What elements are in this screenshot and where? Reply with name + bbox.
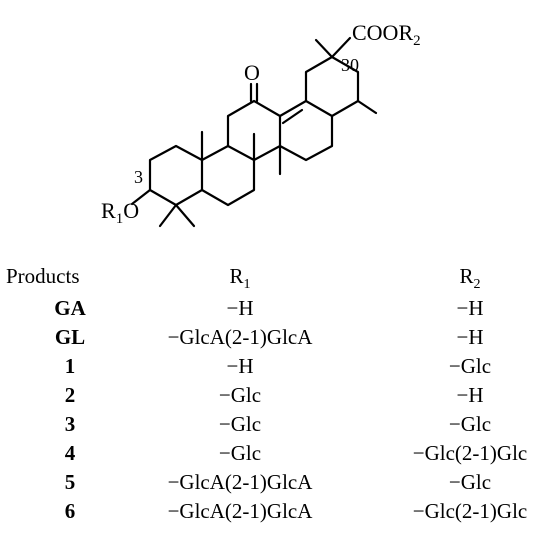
methyl-c4-b [174, 203, 196, 228]
header-products: Products [6, 264, 80, 288]
table-row: 1 −H −Glc [0, 352, 550, 380]
header-r2-base: R [459, 264, 474, 288]
ester-subscript: 2 [413, 33, 421, 49]
carbon-3-label: 3 [134, 167, 143, 187]
product-name: 1 [64, 354, 76, 378]
r1-value: −GlcA(2-1)GlcA [167, 499, 313, 523]
product-name: 4 [64, 441, 76, 465]
table-row: 2 −Glc −H [0, 381, 550, 409]
product-name: 5 [64, 470, 76, 494]
r1-symbol: R [101, 198, 116, 223]
glycyrrhetinic-acid-structure: O COOR2 30 3 R1O [101, 20, 421, 228]
table-row: 5 −GlcA(2-1)GlcA −Glc [0, 468, 550, 496]
r2-value: −H [456, 325, 484, 349]
methyl-c18 [356, 99, 378, 115]
ring-a [148, 144, 204, 207]
table-row: 6 −GlcA(2-1)GlcA −Glc(2-1)Glc [0, 497, 550, 525]
r1-value: −Glc [218, 441, 262, 465]
carbon-30-label: 30 [341, 55, 359, 75]
r1-value: −H [226, 354, 254, 378]
ester-bond [330, 36, 352, 59]
header-r2-sub: 2 [473, 277, 481, 293]
r2-value: −Glc(2-1)Glc [412, 441, 528, 465]
table-row: 4 −Glc −Glc(2-1)Glc [0, 439, 550, 467]
r1-value: −Glc [218, 412, 262, 436]
product-name: 3 [64, 412, 76, 436]
ketone-oxygen-label: O [244, 60, 260, 85]
ring-d [278, 99, 334, 162]
header-r2: R2 [390, 262, 550, 299]
r1-value: −Glc [218, 383, 262, 407]
header-r1-base: R [229, 264, 244, 288]
table-row: GL −GlcA(2-1)GlcA −H [0, 323, 550, 351]
header-r1: R1 [140, 262, 340, 299]
methyl-c20 [314, 38, 334, 59]
c3-oxygen-bond [130, 188, 152, 206]
r2-value: −H [456, 383, 484, 407]
r2-value: −Glc(2-1)Glc [412, 499, 528, 523]
header-r1-sub: 1 [243, 277, 251, 293]
ether-oxygen: O [123, 198, 139, 223]
r2-value: −Glc [448, 354, 492, 378]
ring-b [200, 144, 256, 207]
table-row: 3 −Glc −Glc [0, 410, 550, 438]
double-bond [281, 108, 304, 125]
product-name: 2 [64, 383, 76, 407]
methyl-c4-a [158, 203, 178, 228]
r2-value: −Glc [448, 412, 492, 436]
r2-value: −Glc [448, 470, 492, 494]
ester-group-text: COOR [352, 20, 413, 45]
product-name: GL [54, 325, 86, 349]
r1-value: −GlcA(2-1)GlcA [167, 325, 313, 349]
table-row: GA −H −H [0, 294, 550, 322]
product-name: GA [54, 296, 86, 320]
r1-subscript: 1 [116, 211, 124, 227]
ring-e [304, 55, 360, 118]
table-header-row: Products R1 R2 [0, 262, 550, 292]
r2-value: −H [456, 296, 484, 320]
ring-c [226, 99, 282, 162]
product-name: 6 [64, 499, 76, 523]
r1-oxygen-label: R1O [101, 198, 139, 227]
r1-value: −GlcA(2-1)GlcA [167, 470, 313, 494]
r1-value: −H [226, 296, 254, 320]
ester-group-label: COOR2 [352, 20, 421, 49]
